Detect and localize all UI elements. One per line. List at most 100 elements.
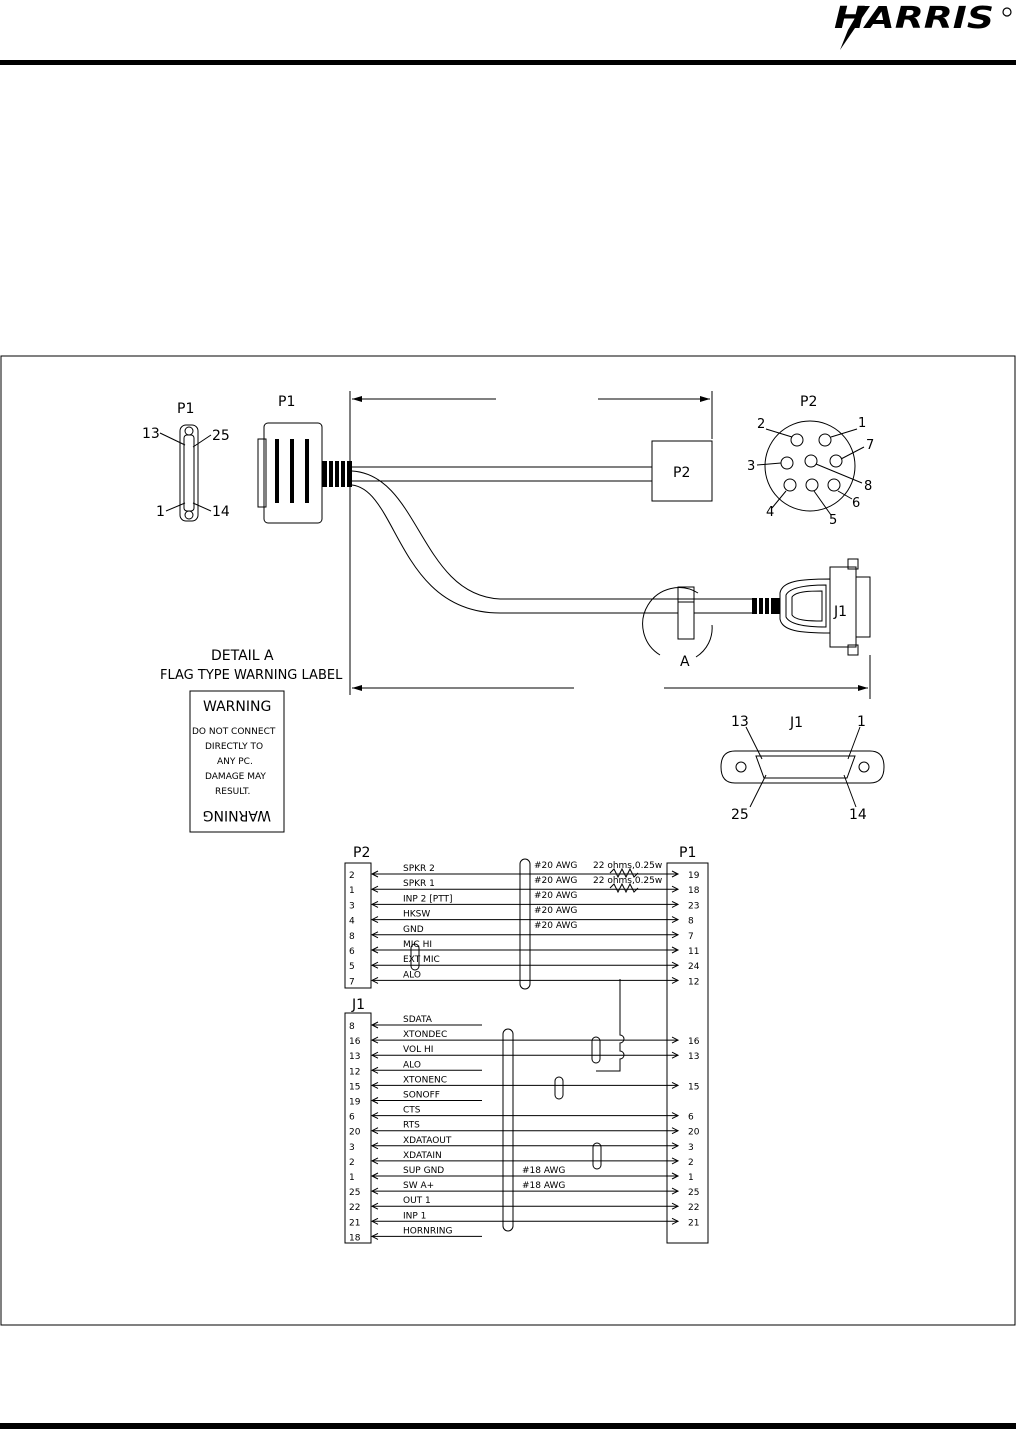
j1-row-p1-arrow-8 [671,1142,680,1150]
j1-row-p1-arrow-4 [671,1081,680,1089]
j1-face-pin-1: 1 [857,714,866,730]
j1-row-pin-10: 1 [349,1173,355,1183]
awg-label-5: #20 AWG [534,921,577,931]
j1-row-p1-arrow-1 [671,1036,680,1044]
j1-face-pin-13: 13 [731,714,749,730]
p2-face-pin-2: 2 [757,417,765,432]
j1-row-signal-13: INP 1 [403,1211,426,1221]
awg18-label-2: #18 AWG [522,1181,565,1191]
p2-face-label: P2 [800,394,817,410]
p2-row-signal-2: INP 2 [PTT] [403,894,453,904]
j1-row-p1-pin-2: 13 [688,1052,699,1062]
j1-row-pin-14: 18 [349,1233,361,1243]
j1-row-pin-7: 20 [349,1128,361,1138]
j1-row-signal-4: XTONENC [403,1075,447,1085]
j1-row-p1-arrow-10 [671,1172,680,1180]
j1-row-pin-11: 25 [349,1188,360,1198]
resistor-label-2: 22 ohms,0.25w [593,876,662,886]
p2-face-pin-7: 7 [866,438,874,453]
j1-row-signal-0: SDATA [403,1015,433,1025]
p2-row-p1-arrow-7 [671,976,680,984]
p1-pin-25: 25 [212,428,230,444]
j1-row-p1-arrow-7 [671,1127,680,1135]
p2-face-pin-8: 8 [864,479,872,494]
footer-rule [0,1423,1016,1429]
j1-row-p1-arrow-6 [671,1112,680,1120]
p2-row-pin-2: 3 [349,901,355,911]
j1-row-signal-14: HORNRING [403,1226,452,1236]
j1-face-label: J1 [789,715,803,731]
p2-row-signal-0: SPKR 2 [403,864,435,874]
detail-a-warning: DETAIL A FLAG TYPE WARNING LABEL WARNING… [160,648,343,833]
cable-drawing: P1 13 25 1 14 P1 P2 [0,355,1016,1326]
p2-row-p1-arrow-4 [671,931,680,939]
p2-row-p1-pin-1: 18 [688,886,700,896]
p2-row-signal-1: SPKR 1 [403,879,435,889]
j1-row-pin-4: 15 [349,1082,360,1092]
warning-title: WARNING [203,699,271,715]
p1-pin-14: 14 [212,504,230,520]
j1-row-pin-1: 16 [349,1037,361,1047]
j1-row-signal-11: SW A+ [403,1181,434,1191]
j1-row-signal-6: CTS [403,1106,421,1116]
p1-face-label: P1 [177,401,194,417]
awg-label-2: #20 AWG [534,876,577,886]
awg-label-3: #20 AWG [534,891,577,901]
p2-row-pin-5: 6 [349,947,355,957]
j1-row-pin-9: 2 [349,1158,355,1168]
warning-line-3: ANY PC. [217,757,253,767]
j1-row-signal-2: VOL HI [403,1045,433,1055]
p2-row-signal-7: ALO [403,970,421,980]
j1-row-p1-pin-10: 1 [688,1173,694,1183]
p2-row-p1-pin-0: 19 [688,871,700,881]
p2-row-p1-arrow-3 [671,916,680,924]
p2-row-pin-0: 2 [349,871,355,881]
awg-label-1: #20 AWG [534,861,577,871]
j1-row-signal-3: ALO [403,1060,421,1070]
p2-row-p1-arrow-5 [671,946,680,954]
j1-row-p1-pin-11: 25 [688,1188,699,1198]
p2-row-p1-arrow-6 [671,961,680,969]
p2-row-signal-4: GND [403,925,424,935]
j1-row-signal-7: RTS [403,1121,420,1131]
warning-line-4: DAMAGE MAY [205,772,266,782]
logo-lightning-mark [840,6,870,50]
j1-row-pin-2: 13 [349,1052,360,1062]
awg-label-4: #20 AWG [534,906,577,916]
p2-row-p1-arrow-1 [671,885,680,893]
j1-row-signal-8: XDATAOUT [403,1136,452,1146]
p2-row-pin-1: 1 [349,886,355,896]
p1-pin-13: 13 [142,426,160,442]
p2-row-signal-3: HKSW [403,910,430,920]
schematic-p1-header: P1 [679,845,696,861]
p2-row-p1-arrow-2 [671,900,680,908]
j1-row-pin-3: 12 [349,1067,360,1077]
p2-face-pin-1: 1 [858,416,866,431]
p2-row-p1-pin-7: 12 [688,977,699,987]
awg18-label-1: #18 AWG [522,1166,565,1176]
p2-row-pin-3: 4 [349,917,355,927]
j1-row-p1-arrow-9 [671,1157,680,1165]
schematic-j1-header: J1 [351,997,365,1013]
j1-row-p1-arrow-13 [671,1217,680,1225]
harris-logo: HARRIS [834,1,1012,50]
warning-mirrored: WARNING [203,807,271,823]
resistor-label-1: 22 ohms,0.25w [593,861,662,871]
j1-row-pin-13: 21 [349,1218,360,1228]
p1-face-view: P1 13 25 1 14 [142,401,230,522]
j1-row-signal-5: SONOFF [403,1091,440,1101]
j1-face-pin-14: 14 [849,807,867,823]
warning-line-1: DO NOT CONNECT [192,727,276,737]
j1-row-p1-pin-7: 20 [688,1128,700,1138]
cable-assembly: P1 P2 J1 [257,391,871,699]
j1-row-p1-pin-6: 6 [688,1113,694,1123]
j1-face-pin-25: 25 [731,807,749,823]
schematic-p2-header: P2 [353,845,370,861]
p2-row-signal-6: EXT MIC [403,955,440,965]
p2-face-pin-4: 4 [766,505,774,520]
j1-row-pin-6: 6 [349,1113,355,1123]
detail-a-marker: A [680,654,690,670]
p2-row-pin-7: 7 [349,977,355,987]
j1-row-p1-pin-12: 22 [688,1203,699,1213]
p1-side-label: P1 [278,394,295,410]
